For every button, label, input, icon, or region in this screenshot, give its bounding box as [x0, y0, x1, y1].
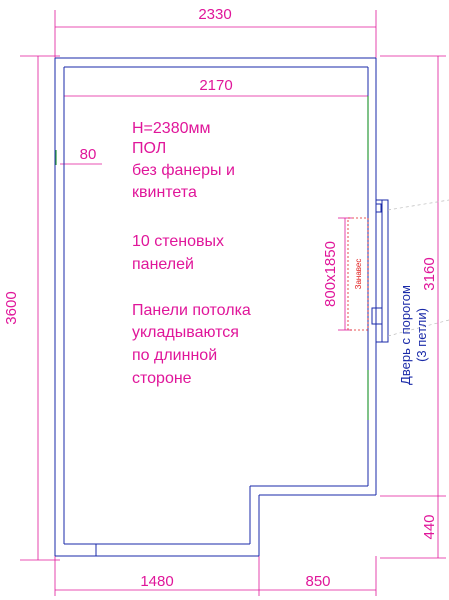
- dim-bottom-left: 1480: [140, 573, 173, 590]
- note-line-9: по длинной: [132, 347, 217, 364]
- note-line-2: ПОЛ: [132, 140, 166, 157]
- note-line-7: Панели потолка: [132, 302, 251, 319]
- dim-bottom-offset: 440: [421, 514, 438, 539]
- dim-total-width: 2330: [198, 6, 231, 23]
- note-line-1: H=2380мм: [132, 120, 211, 137]
- door-swing: [387, 199, 449, 337]
- door-label-line-2: (3 петли): [414, 308, 429, 362]
- note-line-6: панелей: [132, 256, 194, 273]
- door-label-line-1: Дверь с порогом: [398, 285, 413, 385]
- dim-inner-width: 2170: [199, 77, 232, 94]
- note-line-4: квинтета: [132, 184, 197, 201]
- note-line-3: без фанеры и: [132, 162, 235, 179]
- note-line-8: укладываются: [132, 324, 239, 341]
- walls: [54, 57, 389, 557]
- dimension-lines: [20, 10, 446, 596]
- dim-bottom-right: 850: [305, 573, 330, 590]
- dim-total-height: 3600: [3, 291, 20, 324]
- dim-wall-thickness: 80: [80, 146, 97, 163]
- dim-door-size: 800x1850: [322, 241, 339, 307]
- note-line-10: стороне: [132, 370, 192, 387]
- curtain-frame: [347, 217, 369, 331]
- joint-marks: [55, 96, 369, 420]
- note-line-5: 10 стеновых: [132, 233, 224, 250]
- notes: H=2380мм ПОЛ без фанеры и квинтета 10 ст…: [132, 120, 251, 387]
- curtain-label: Занавес: [354, 259, 363, 290]
- dim-right-height: 3160: [421, 257, 438, 290]
